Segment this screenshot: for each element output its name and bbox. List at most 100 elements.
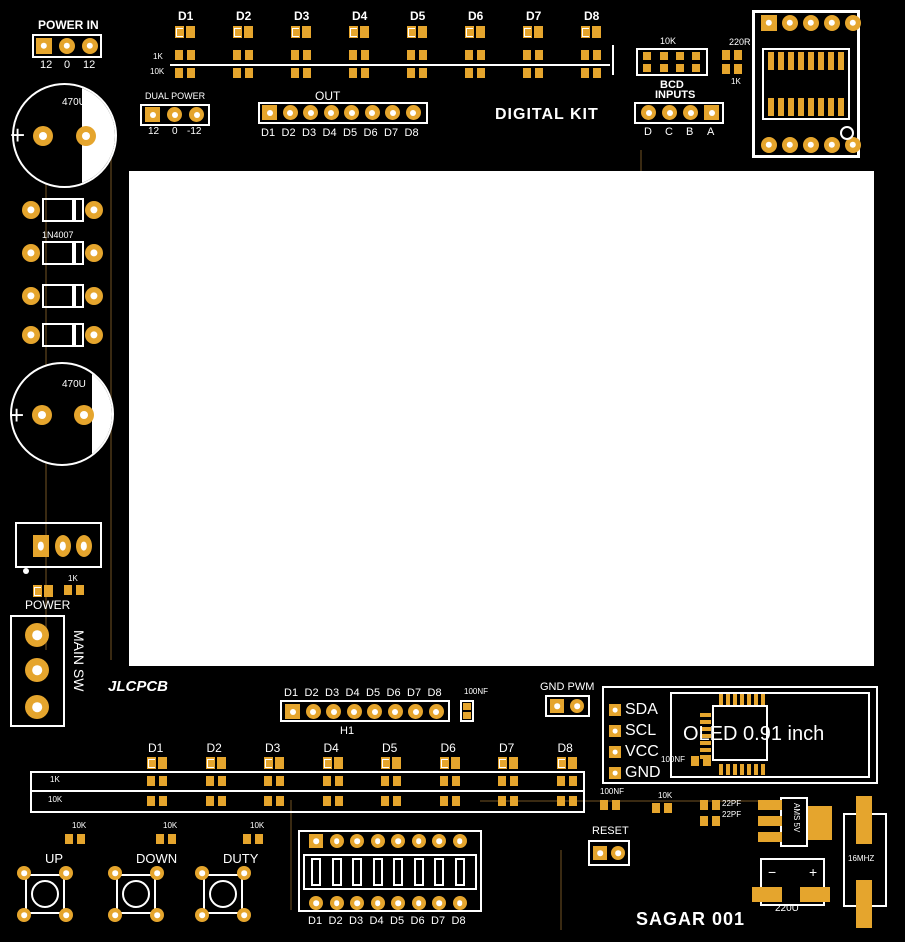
trace <box>640 150 642 175</box>
oled-cap-label: 100NF <box>661 755 686 764</box>
res-pad <box>217 796 226 806</box>
pad <box>323 105 339 120</box>
res-pad <box>465 68 473 78</box>
silk-line <box>170 64 610 66</box>
crystal-label: 16MHZ <box>848 854 875 863</box>
dip-pin-label: D6 <box>410 915 425 927</box>
pad <box>85 287 103 305</box>
res-pad <box>291 50 299 60</box>
led-outline <box>499 759 506 768</box>
smd <box>808 98 814 116</box>
led-pad <box>264 757 273 769</box>
smd <box>808 52 814 70</box>
dip-switch[interactable] <box>298 830 482 912</box>
pad <box>305 704 321 719</box>
led-pad <box>302 26 311 38</box>
smd <box>788 98 794 116</box>
res-220r <box>722 50 742 60</box>
dip-lever[interactable] <box>393 858 403 886</box>
pad <box>370 834 385 848</box>
smd <box>754 694 758 705</box>
led-pad <box>476 26 485 38</box>
main-switch[interactable] <box>10 615 65 727</box>
res-pad <box>381 776 389 786</box>
bottom-led <box>264 757 284 769</box>
push-button-down[interactable] <box>108 866 164 922</box>
bcd-res-label: 10K <box>660 36 677 46</box>
top-led <box>581 26 601 38</box>
pad <box>367 704 382 719</box>
dip-lever[interactable] <box>454 858 465 886</box>
button-body <box>25 874 65 914</box>
res-pad <box>407 68 415 78</box>
bottom-res-1k <box>205 776 226 786</box>
dip-lever[interactable] <box>434 858 444 886</box>
led-pad <box>523 26 532 38</box>
pad <box>76 126 96 146</box>
oled-pin-label: GND <box>625 764 661 781</box>
res-1k-bcd <box>722 64 742 74</box>
led-pad <box>581 26 590 38</box>
dip-lever[interactable] <box>413 858 424 886</box>
smd <box>778 98 784 116</box>
button-label: UP <box>45 851 64 866</box>
smd <box>838 52 844 70</box>
pad <box>195 908 209 922</box>
smd <box>719 764 723 775</box>
pad <box>609 767 621 779</box>
led-outline <box>234 28 241 37</box>
pad <box>683 105 698 120</box>
pad <box>282 105 298 120</box>
smd <box>828 52 834 70</box>
out-pin-label: D6 <box>363 127 378 139</box>
dip-pin-label: D7 <box>431 915 446 927</box>
led-outline <box>408 28 415 37</box>
res-pad <box>322 776 331 786</box>
res-10k <box>652 803 672 813</box>
smd <box>798 52 804 70</box>
cap-100nf <box>600 800 620 810</box>
pad <box>329 896 344 910</box>
pad <box>33 126 53 146</box>
smd <box>856 880 872 928</box>
dip-lever[interactable] <box>352 858 362 886</box>
bcd-pin-label: C <box>665 126 673 138</box>
signature-logo: SAGAR 001 <box>636 909 746 929</box>
bottom-1k-label: 1K <box>50 775 60 784</box>
top-res-10k <box>175 68 195 78</box>
pad <box>405 105 421 120</box>
pad <box>82 38 98 54</box>
led-pad <box>147 757 156 769</box>
dip-lever[interactable] <box>372 858 383 886</box>
pad <box>22 244 40 262</box>
push-button-duty[interactable] <box>195 866 251 922</box>
top-res-1k <box>407 50 427 60</box>
smd <box>700 727 711 731</box>
res-pad <box>393 776 401 786</box>
pad <box>237 908 251 922</box>
dip-pin-label: D8 <box>451 915 466 927</box>
pad <box>432 834 446 848</box>
top-res-1k <box>581 50 601 60</box>
pad <box>411 896 426 910</box>
dip-body <box>303 854 477 890</box>
smd <box>463 703 471 710</box>
ic-socket-top <box>752 10 860 158</box>
top-led <box>175 26 195 38</box>
screw-terminal <box>15 522 102 568</box>
bottom-led-label: D5 <box>382 741 398 755</box>
reset-button[interactable] <box>588 840 630 866</box>
res-pad <box>498 776 506 786</box>
res-pad <box>159 776 167 786</box>
res-pad <box>159 796 167 806</box>
led-pad <box>567 757 577 769</box>
dip-lever[interactable] <box>331 858 342 886</box>
diode-band <box>72 243 76 263</box>
top-led <box>291 26 311 38</box>
res-pad <box>175 68 183 78</box>
h1-pin-label: D6 <box>386 687 401 699</box>
dip-lever[interactable] <box>311 858 321 886</box>
push-button-up[interactable] <box>17 866 73 922</box>
bottom-res-1k <box>439 776 460 786</box>
cap-22pf-label-1: 22PF <box>722 799 742 808</box>
